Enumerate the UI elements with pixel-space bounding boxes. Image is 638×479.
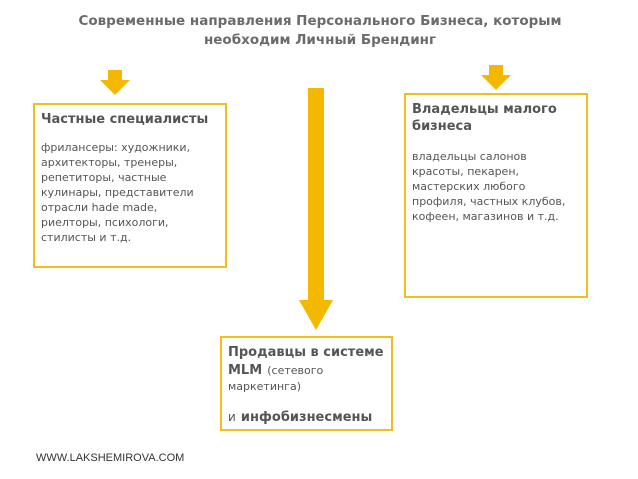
line: репетиторы, частные — [41, 171, 167, 184]
mlm-sellers-heading: Продавцы в системе — [228, 345, 384, 360]
line: кофеен, магазинов и т.д. — [412, 210, 559, 223]
mlm-sellers-box: Продавцы в системе MLM (сетевого маркети… — [220, 336, 393, 431]
right-down-arrow — [481, 65, 511, 90]
line: владельцы салонов — [412, 150, 527, 163]
private-specialists-box: Частные специалисты фрилансеры: художник… — [33, 103, 227, 268]
line: стилисты и т.д. — [41, 231, 132, 244]
website-footer: WWW.LAKSHEMIROVA.COM — [36, 452, 185, 464]
heading-line: бизнеса — [412, 119, 473, 134]
private-specialists-text: фрилансеры: художники, архитекторы, трен… — [41, 140, 219, 245]
line: профиля, частных клубов, — [412, 195, 566, 208]
small-business-text: владельцы салонов красоты, пекарен, маст… — [412, 149, 580, 224]
page-title: Современные направления Персонального Би… — [40, 12, 600, 50]
and-word: и — [228, 410, 236, 424]
title-line-2: необходим Личный Брендинг — [203, 32, 437, 48]
mlm-note-2: маркетинга) — [228, 380, 301, 393]
heading-line: Владельцы малого — [412, 102, 557, 117]
infobusiness-line: и инфобизнесмены — [228, 406, 385, 426]
infobusiness-label: инфобизнесмены — [240, 410, 373, 425]
title-line-1: Современные направления Персонального Би… — [78, 13, 562, 29]
small-business-heading: Владельцы малого бизнеса — [412, 101, 580, 135]
center-down-arrow — [299, 88, 333, 330]
mlm-line: MLM (сетевого — [228, 361, 385, 379]
line: фрилансеры: художники, — [41, 141, 191, 154]
private-specialists-heading: Частные специалисты — [41, 112, 209, 127]
mlm-note: (сетевого — [267, 364, 324, 377]
line: кулинары, представители — [41, 186, 194, 199]
line: мастерских любого — [412, 180, 526, 193]
small-business-box: Владельцы малого бизнеса владельцы салон… — [404, 93, 588, 298]
line: отрасли hade made, — [41, 201, 158, 214]
line: архитекторы, тренеры, — [41, 156, 178, 169]
mlm-label: MLM — [228, 363, 263, 378]
left-down-arrow — [100, 70, 130, 95]
line: красоты, пекарен, — [412, 165, 520, 178]
line: риелторы, психологи, — [41, 216, 169, 229]
